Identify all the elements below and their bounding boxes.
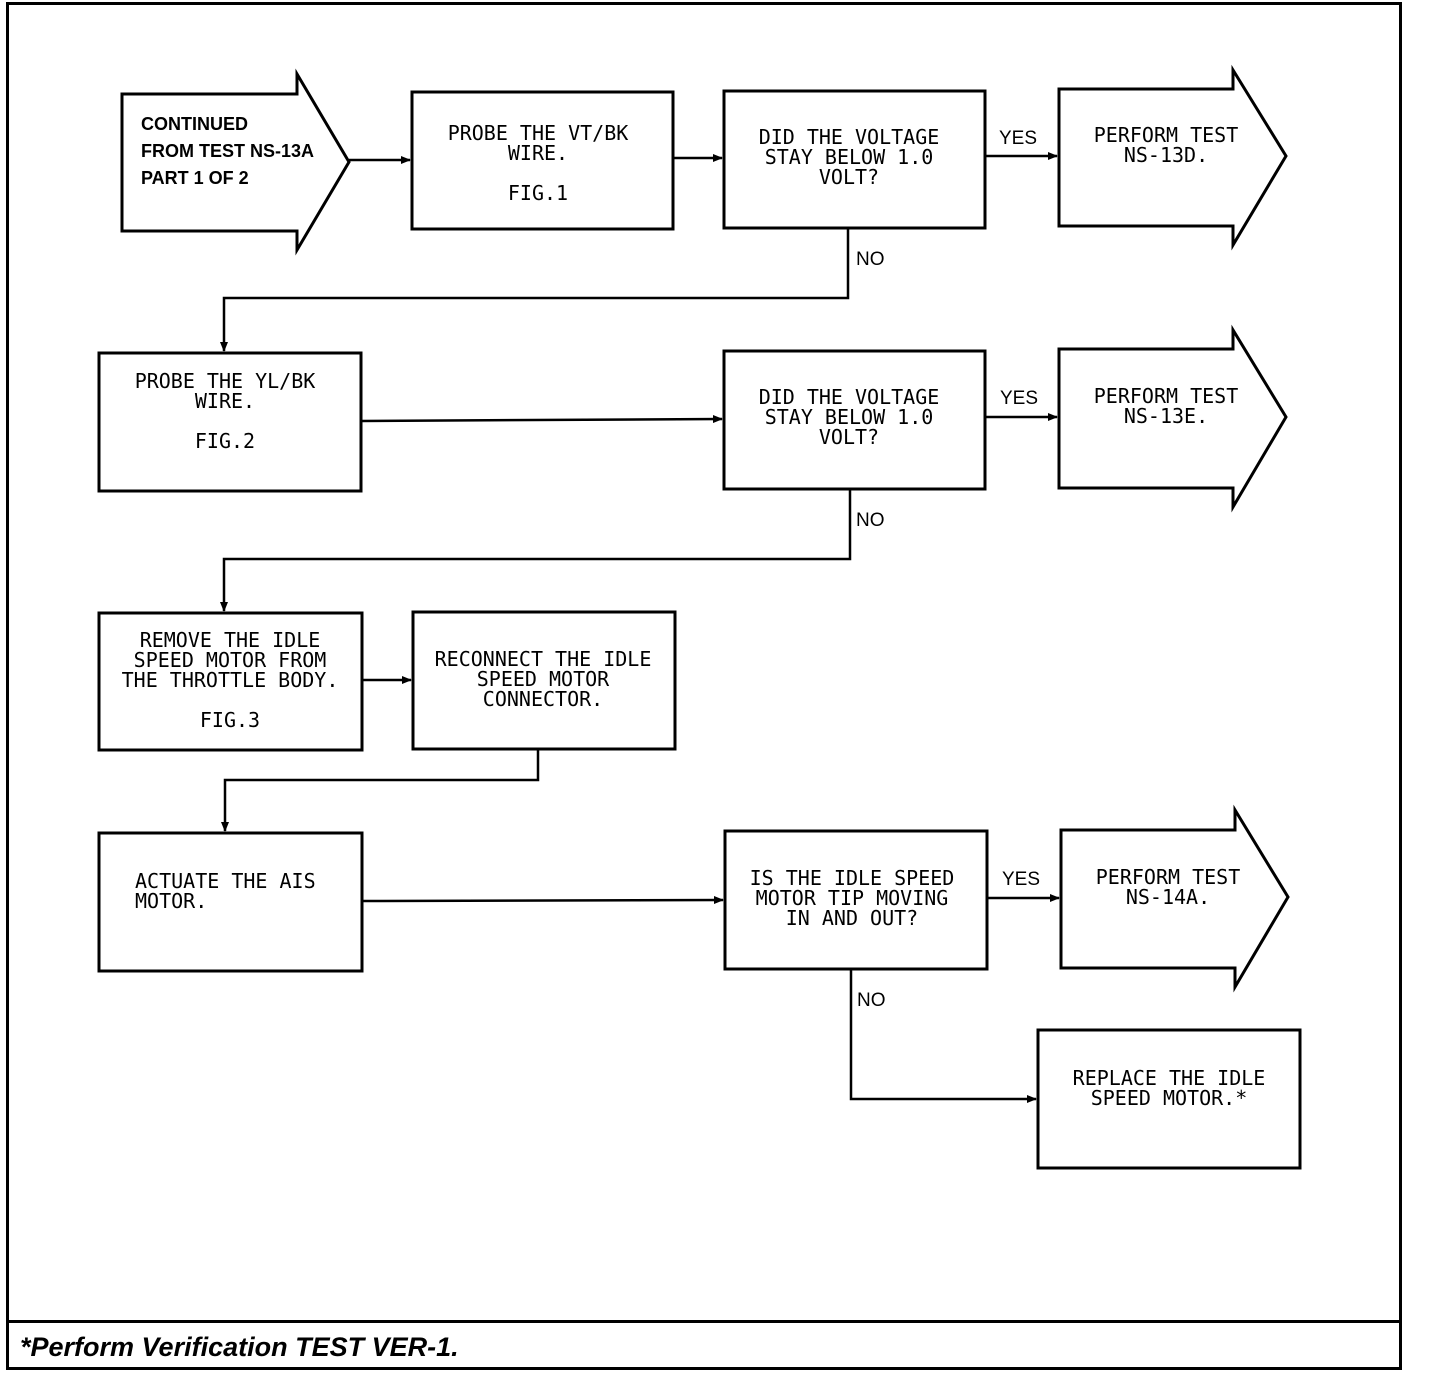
connector-q3-no	[849, 969, 1037, 1103]
diagram-frame	[6, 2, 1402, 1370]
yes-label-2: YES	[1000, 388, 1038, 409]
text-line: PERFORM TEST	[1094, 384, 1239, 408]
text-line: PART 1 OF 2	[141, 168, 249, 188]
text-line: PERFORM TEST	[1096, 865, 1241, 889]
text-line: WIRE.	[195, 389, 255, 413]
start-node-text: CONTINUED FROM TEST NS-13A PART 1 OF 2	[141, 114, 314, 188]
text-line: FIG.1	[508, 181, 568, 205]
text-line: REPLACE THE IDLE	[1073, 1066, 1266, 1090]
text-line: DID THE VOLTAGE	[759, 125, 940, 149]
text-line: PROBE THE YL/BK	[135, 369, 316, 393]
text-line: VOLT?	[819, 425, 879, 449]
connector-probe2-q2	[360, 415, 723, 424]
text-line: MOTOR.	[135, 889, 207, 913]
no-label-1: NO	[856, 249, 885, 270]
connector-q2-no	[220, 489, 852, 612]
text-line: SPEED MOTOR FROM	[134, 648, 327, 672]
text-line: IN AND OUT?	[786, 906, 918, 930]
text-line: DID THE VOLTAGE	[759, 385, 940, 409]
text-line: SPEED MOTOR.*	[1091, 1086, 1248, 1110]
text-line: NS-13E.	[1124, 404, 1208, 428]
text-line: FROM TEST NS-13A	[141, 141, 314, 161]
footer-divider	[6, 1320, 1402, 1323]
text-line: REMOVE THE IDLE	[140, 628, 321, 652]
no-label-3: NO	[857, 990, 886, 1011]
text-line: STAY BELOW 1.0	[765, 405, 934, 429]
footer-note: *Perform Verification TEST VER-1.	[20, 1332, 459, 1362]
text-line: SPEED MOTOR	[477, 667, 610, 691]
text-line: CONTINUED	[141, 114, 248, 134]
text-line: PERFORM TEST	[1094, 123, 1239, 147]
yes-label-3: YES	[1002, 869, 1040, 890]
connector-actuate-q3	[361, 896, 724, 905]
text-line: STAY BELOW 1.0	[765, 145, 934, 169]
connector-reconnect-actuate	[221, 749, 540, 832]
text-line: IS THE IDLE SPEED	[750, 866, 955, 890]
text-line: WIRE.	[508, 141, 568, 165]
yes-label-1: YES	[999, 128, 1037, 149]
text-line: THE THROTTLE BODY.	[122, 668, 339, 692]
text-line: ACTUATE THE AIS	[135, 869, 316, 893]
text-line: CONNECTOR.	[483, 687, 603, 711]
text-line: FIG.3	[200, 708, 260, 732]
text-line: VOLT?	[819, 165, 879, 189]
text-line: FIG.2	[195, 429, 255, 453]
text-line: MOTOR TIP MOVING	[756, 886, 949, 910]
text-line: PROBE THE VT/BK	[448, 121, 629, 145]
text-line: RECONNECT THE IDLE	[435, 647, 652, 671]
text-line: NS-14A.	[1126, 885, 1210, 909]
start-node: CONTINUED FROM TEST NS-13A PART 1 OF 2	[120, 68, 351, 256]
no-label-2: NO	[856, 510, 885, 531]
text-line: NS-13D.	[1124, 143, 1208, 167]
connector-q1-no	[220, 228, 850, 352]
